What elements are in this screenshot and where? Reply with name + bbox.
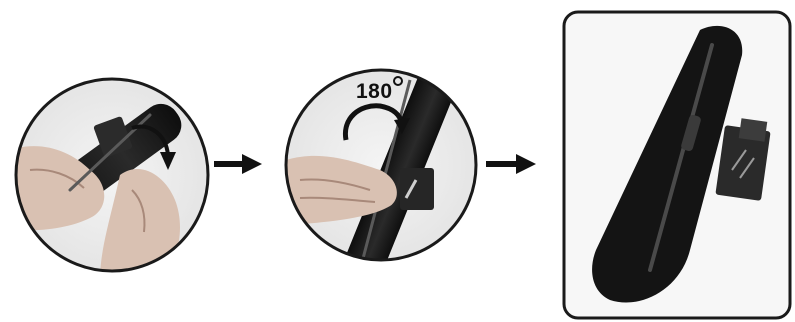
mount-clip (400, 168, 434, 210)
right-arrow-icon (486, 154, 536, 174)
degree-symbol (393, 76, 403, 86)
step-1-photo (10, 79, 208, 280)
right-arrow-icon (214, 154, 262, 174)
rotation-degrees-label: 180 (356, 80, 393, 104)
step-3-photo (564, 12, 790, 318)
